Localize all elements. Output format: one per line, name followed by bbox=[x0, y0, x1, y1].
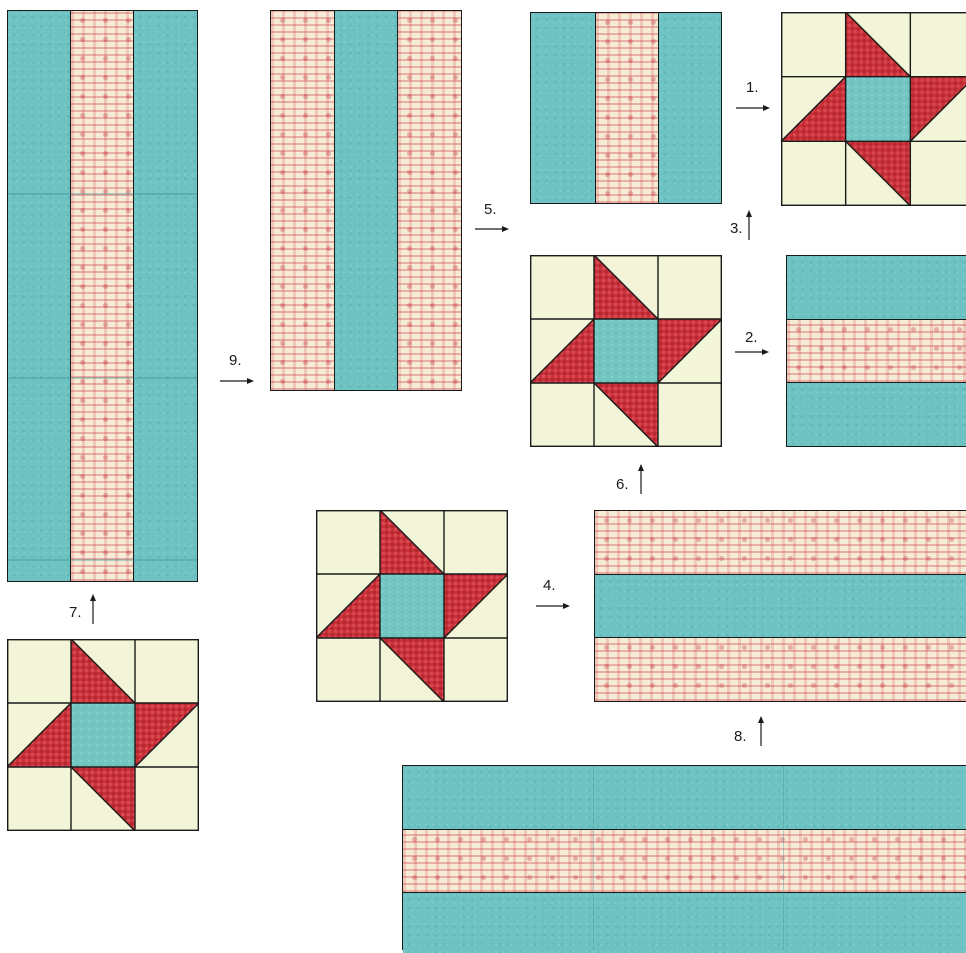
step-label-5: 5. bbox=[484, 201, 497, 218]
step-label-4: 4. bbox=[543, 577, 556, 594]
small-vertical-strip-block bbox=[530, 12, 722, 204]
horizontal-strip-block-medium bbox=[594, 510, 966, 702]
step-label-9: 9. bbox=[229, 352, 242, 369]
print-row-middle bbox=[403, 829, 966, 893]
right-arrow-icon bbox=[735, 347, 769, 357]
star-block-top-right bbox=[780, 12, 966, 206]
teal-row-bottom bbox=[403, 893, 966, 953]
step-label-7: 7. bbox=[69, 604, 82, 621]
star-block-center bbox=[530, 255, 722, 447]
print-column-center bbox=[595, 13, 659, 203]
step-label-2: 2. bbox=[745, 329, 758, 346]
horizontal-strip-block-large bbox=[402, 765, 966, 950]
star-block-bottom-left bbox=[7, 639, 199, 831]
step-label-6: 6. bbox=[616, 476, 629, 493]
right-arrow-icon bbox=[736, 103, 770, 113]
up-arrow-icon bbox=[756, 716, 766, 746]
teal-row-middle bbox=[595, 574, 966, 638]
up-arrow-icon bbox=[88, 594, 98, 624]
vertical-strip-block bbox=[270, 10, 462, 391]
print-row-top bbox=[595, 511, 966, 574]
print-row-bottom bbox=[595, 638, 966, 701]
up-arrow-icon bbox=[744, 210, 754, 240]
teal-column-left bbox=[8, 11, 70, 581]
teal-column-right bbox=[134, 11, 197, 581]
step-label-3: 3. bbox=[730, 220, 743, 237]
tall-strip-panel bbox=[7, 10, 198, 582]
step-label-8: 8. bbox=[734, 728, 747, 745]
right-arrow-icon bbox=[536, 601, 570, 611]
print-row-middle bbox=[787, 319, 966, 383]
print-column-center bbox=[70, 11, 134, 581]
teal-row-top bbox=[787, 256, 966, 319]
right-arrow-icon bbox=[475, 224, 509, 234]
teal-column-center bbox=[334, 11, 398, 390]
horizontal-strip-block-small bbox=[786, 255, 966, 447]
teal-row-bottom bbox=[787, 383, 966, 446]
right-arrow-icon bbox=[220, 376, 254, 386]
star-block-middle bbox=[316, 510, 508, 702]
teal-column-left bbox=[531, 13, 595, 203]
teal-row-top bbox=[403, 766, 966, 829]
print-column-right bbox=[398, 11, 461, 390]
step-label-1: 1. bbox=[746, 79, 759, 96]
up-arrow-icon bbox=[636, 464, 646, 494]
print-column-left bbox=[271, 11, 334, 390]
teal-column-right bbox=[659, 13, 721, 203]
